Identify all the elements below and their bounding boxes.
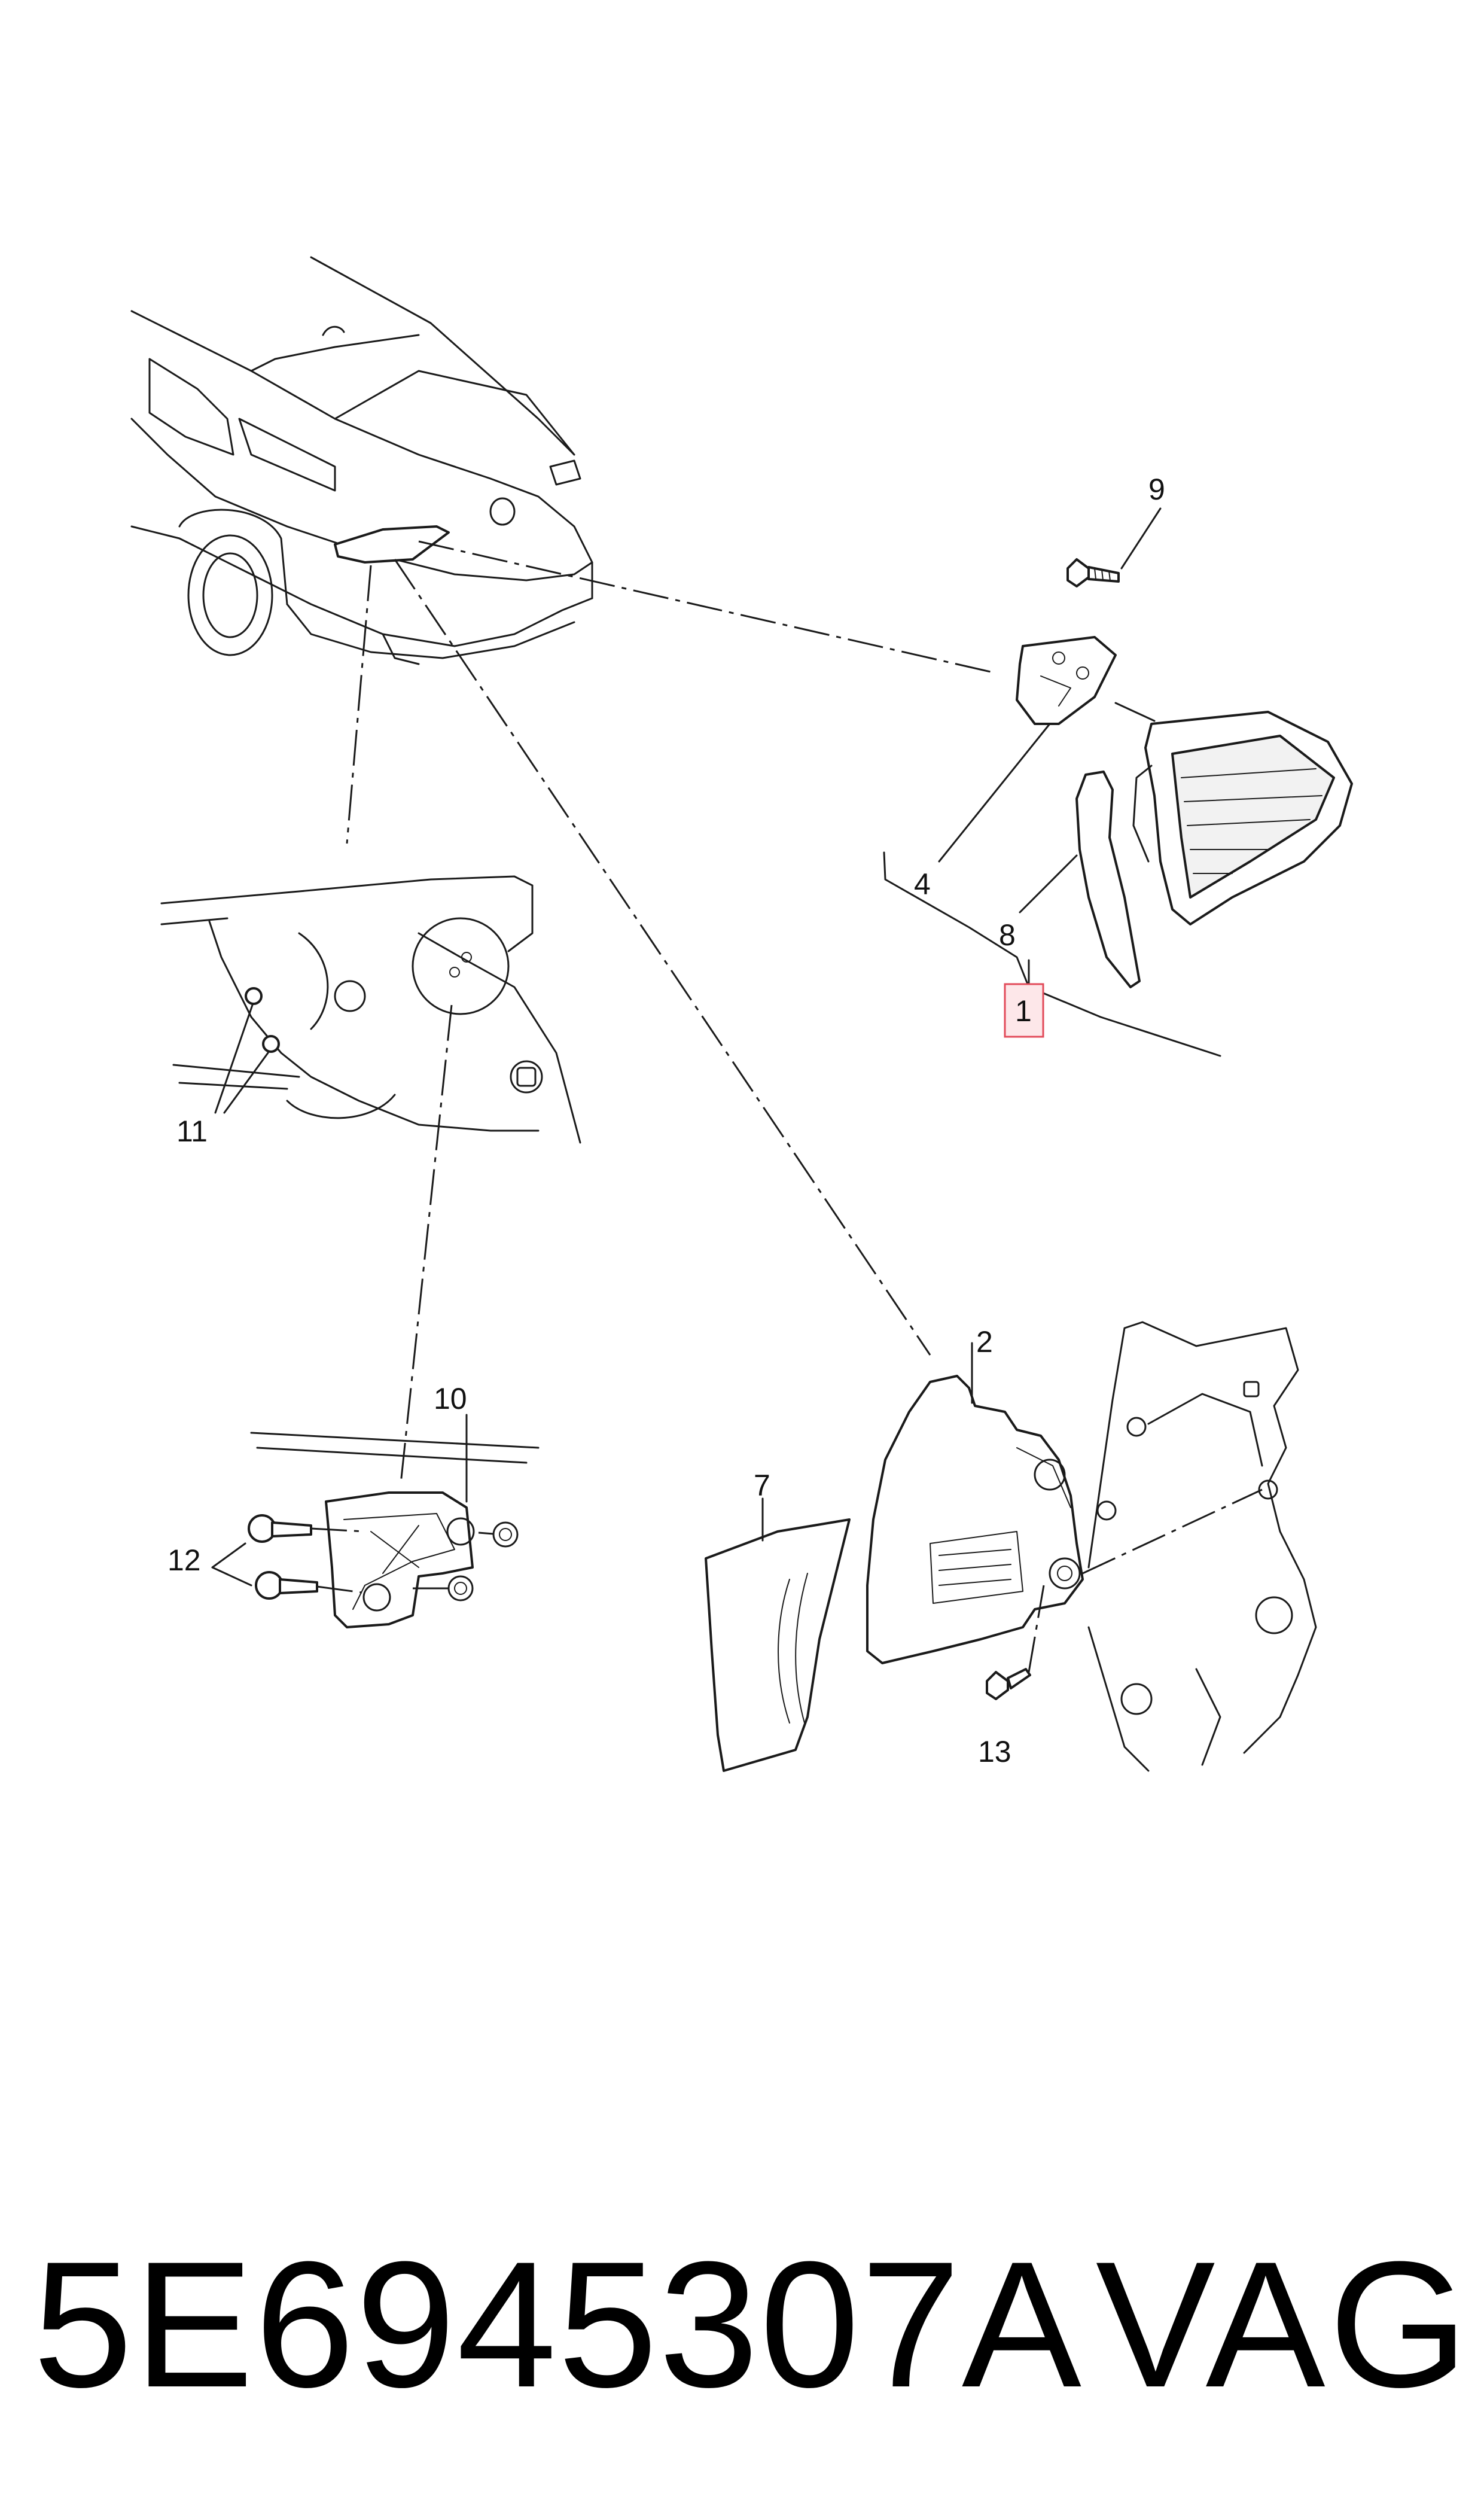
bracket-group-10 bbox=[211, 1414, 540, 1628]
trim-part-7 bbox=[705, 1497, 851, 1772]
callout-13[interactable]: 13 bbox=[978, 1735, 1011, 1768]
callout-1-highlight bbox=[1004, 983, 1044, 1038]
callout-4[interactable]: 4 bbox=[914, 867, 931, 901]
part-number-text: 5E6945307A bbox=[33, 2224, 1083, 2425]
callout-12[interactable]: 12 bbox=[167, 1543, 201, 1577]
callout-8[interactable]: 8 bbox=[999, 918, 1016, 952]
car-rear-illustration bbox=[130, 256, 593, 665]
housing-part-2 bbox=[866, 1342, 1084, 1664]
callout-7[interactable]: 7 bbox=[754, 1469, 770, 1502]
callout-leaders bbox=[938, 507, 1162, 985]
callout-10[interactable]: 10 bbox=[434, 1382, 467, 1415]
screw-part-13 bbox=[986, 1585, 1045, 1700]
tail-lamp-group bbox=[883, 636, 1353, 1057]
callout-11[interactable]: 11 bbox=[176, 1115, 208, 1148]
brand-text: VAG bbox=[1095, 2224, 1472, 2425]
callout-2[interactable]: 2 bbox=[976, 1325, 993, 1359]
callout-1[interactable]: 1 bbox=[1015, 994, 1032, 1028]
screw-part-9 bbox=[1066, 558, 1120, 587]
body-panel bbox=[1082, 1321, 1317, 1772]
callout-9[interactable]: 9 bbox=[1148, 473, 1165, 506]
leader-lines bbox=[346, 540, 997, 1484]
trunk-interior-detail bbox=[160, 875, 581, 1144]
